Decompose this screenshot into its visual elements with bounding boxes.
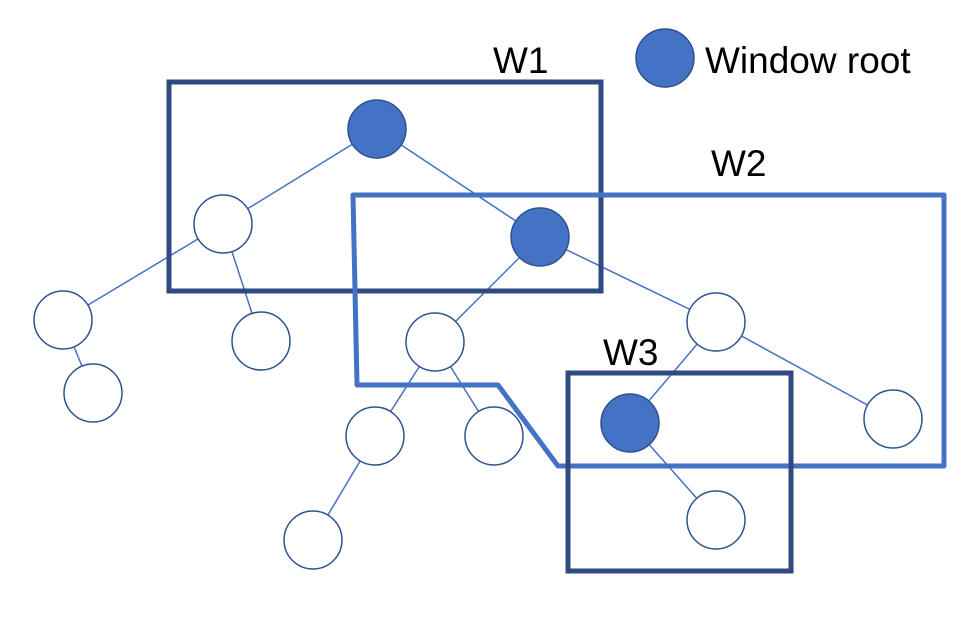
edges-layer [62,128,894,541]
nodes-layer [33,99,923,570]
tree-node-n4 [33,290,93,350]
tree-node-n8 [686,292,746,352]
tree-node-n2 [193,194,253,254]
tree-edge-n8-n13 [715,321,894,420]
tree-node-n10 [464,406,524,466]
tree-edge-n3-n8 [539,236,717,323]
tree-node-n14 [686,490,746,550]
tree-node-n6 [63,363,123,423]
legend-label: Window root [705,40,911,81]
window-root-node-n3 [510,207,570,267]
windows-layer [166,79,947,574]
tree-node-n9 [345,406,405,466]
window-w1-box [166,79,604,294]
window-w1-label: W1 [493,40,549,81]
tree-edge-n1-n3 [376,128,541,238]
window-root-node-n12 [600,393,660,453]
tree-edge-n2-n4 [62,223,224,321]
window-root-node-n1 [347,99,407,159]
tree-node-n13 [863,389,923,449]
window-w2-outline [350,192,947,469]
window-w3-label: W3 [603,332,659,373]
tree-edge-n1-n2 [222,128,378,225]
tree-node-n7 [405,312,465,372]
tree-node-n5 [231,311,291,371]
window-w3-box [565,370,794,574]
window-w2-label: W2 [711,143,767,184]
tree-node-n11 [283,510,343,570]
window-root-legend-marker [635,28,695,88]
